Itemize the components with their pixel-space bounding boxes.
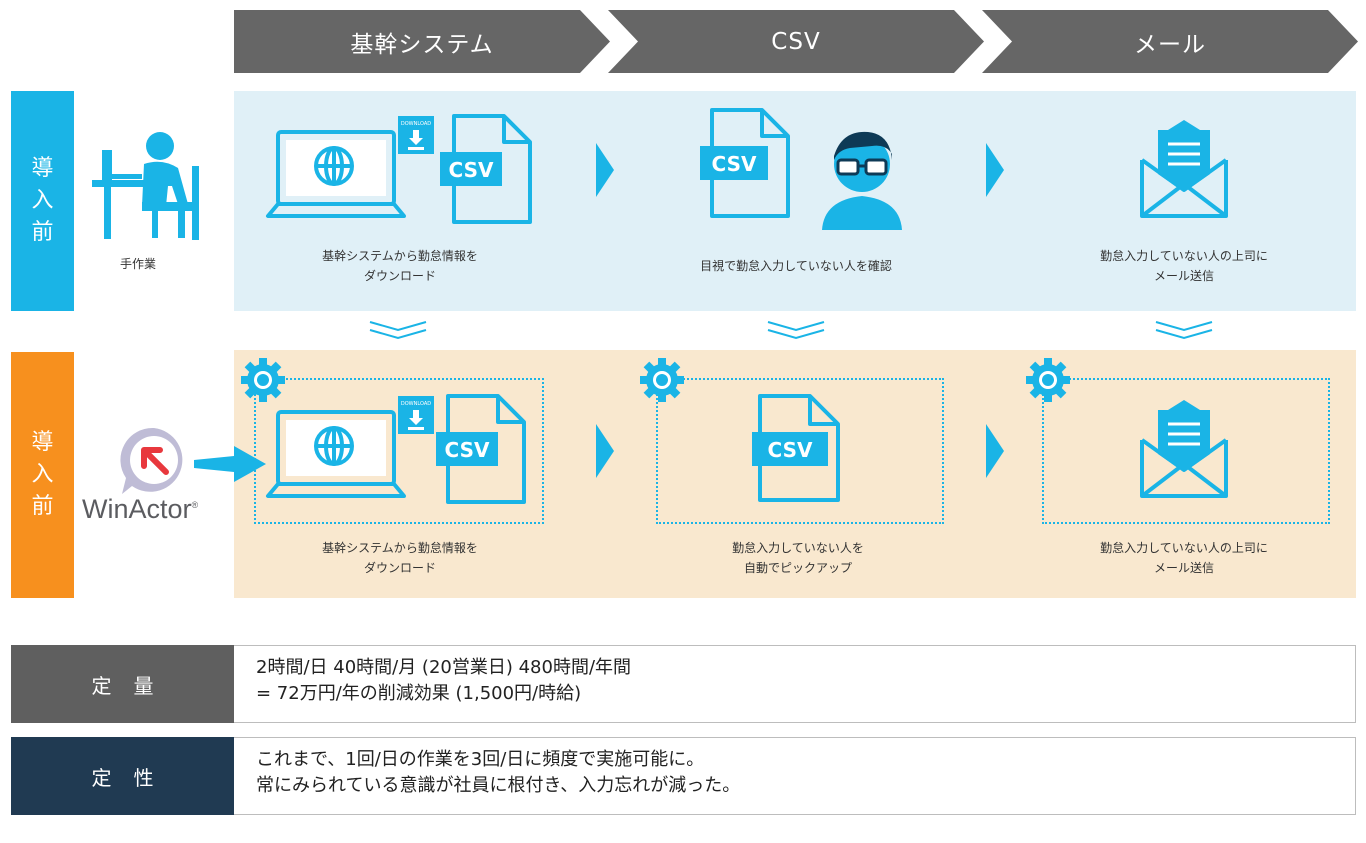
csv-label-text: CSV (768, 438, 813, 462)
header-step-label: メール (1134, 31, 1206, 58)
caption-line: 基幹システムから勤怠情報を (322, 249, 478, 263)
summary-line: これまで、1回/日の作業を3回/日に頻度で実施可能に。 (256, 749, 705, 770)
caption-line: 目視で勤怠入力していない人を確認 (700, 259, 892, 273)
header-step-csv: CSV (608, 10, 984, 73)
side-char: 入 (31, 462, 54, 488)
flow-arrow-icon (596, 424, 614, 478)
winactor-logo-text: WinActor® (82, 494, 198, 525)
side-char: 導 (31, 156, 54, 182)
csv-label-text: CSV (449, 158, 494, 182)
quantitative-text: 2時間/日 40時間/月 (20営業日) 480時間/年間 = 72万円/年の削… (234, 645, 1356, 723)
before-step2-caption: 目視で勤怠入力していない人を確認 (660, 256, 932, 276)
csv-label-text: CSV (445, 438, 490, 462)
gear-icon (1026, 358, 1070, 402)
side-char: 導 (31, 430, 54, 456)
envelope-letter-icon (1140, 400, 1228, 498)
csv-person-glasses-icon: CSV (700, 108, 902, 230)
connector-arrow-icon (194, 446, 266, 482)
caption-line: 勤怠入力していない人の上司に (1100, 541, 1268, 555)
header-step-system: 基幹システム (234, 10, 610, 73)
header-step-mail: メール (982, 10, 1358, 73)
download-badge-text: DOWNLOAD (401, 401, 431, 407)
after-step1-caption: 基幹システムから勤怠情報を ダウンロード (264, 538, 536, 578)
summary-line: 常にみられている意識が社員に根付き、入力忘れが減った。 (256, 775, 741, 796)
winactor-logo-icon (120, 427, 183, 494)
automation-frame (254, 378, 544, 524)
side-char: 前 (31, 219, 54, 245)
after-step3-caption: 勤怠入力していない人の上司に メール送信 (1048, 538, 1320, 578)
laptop-download-csv-icon: DOWNLOAD CSV (266, 114, 532, 224)
actor-caption: 手作業 (119, 257, 156, 271)
flow-arrow-icon (986, 424, 1004, 478)
csv-label-text: CSV (712, 152, 757, 176)
after-step2-caption: 勤怠入力していない人を 自動でピックアップ (662, 538, 934, 578)
caption-line: ダウンロード (363, 269, 436, 283)
automation-frame (656, 378, 944, 524)
registered-mark: ® (191, 500, 199, 510)
caption-line: ダウンロード (363, 561, 436, 575)
header-step-label: 基幹システム (350, 31, 494, 58)
after-side-label: 導 入 前 (11, 352, 74, 598)
logo-text: WinActor (82, 494, 192, 524)
quantitative-label: 定量 (11, 645, 234, 723)
gear-icon (241, 358, 285, 402)
download-badge-text: DOWNLOAD (401, 121, 431, 127)
person-at-desk-icon (92, 132, 199, 240)
automation-frame (1042, 378, 1330, 524)
csv-file-icon: CSV (752, 394, 840, 502)
side-char: 前 (31, 493, 54, 519)
double-chevron-down-icon (369, 321, 427, 340)
gear-icon (640, 358, 684, 402)
envelope-letter-icon (1140, 120, 1228, 218)
caption-line: 基幹システムから勤怠情報を (322, 541, 478, 555)
before-step1-caption: 基幹システムから勤怠情報を ダウンロード (264, 246, 536, 286)
caption-line: メール送信 (1153, 561, 1214, 575)
double-chevron-down-icon (1155, 321, 1213, 340)
caption-line: 勤怠入力していない人の上司に (1100, 249, 1268, 263)
summary-line: = 72万円/年の削減効果 (1,500円/時給) (256, 683, 582, 704)
before-step3-caption: 勤怠入力していない人の上司に メール送信 (1048, 246, 1320, 286)
caption-line: メール送信 (1153, 269, 1214, 283)
flow-arrow-icon (986, 143, 1004, 197)
double-chevron-down-icon (767, 321, 825, 340)
laptop-download-csv-icon: DOWNLOAD CSV (266, 394, 526, 504)
before-side-label: 導 入 前 (11, 91, 74, 311)
qualitative-text: これまで、1回/日の作業を3回/日に頻度で実施可能に。 常にみられている意識が社… (234, 737, 1356, 815)
caption-line: 勤怠入力していない人を (732, 541, 864, 555)
header-step-label: CSV (771, 28, 821, 55)
side-char: 入 (31, 188, 54, 214)
summary-line: 2時間/日 40時間/月 (20営業日) 480時間/年間 (256, 657, 632, 678)
qualitative-label: 定性 (11, 737, 234, 815)
flow-arrow-icon (596, 143, 614, 197)
caption-line: 自動でピックアップ (743, 561, 852, 575)
